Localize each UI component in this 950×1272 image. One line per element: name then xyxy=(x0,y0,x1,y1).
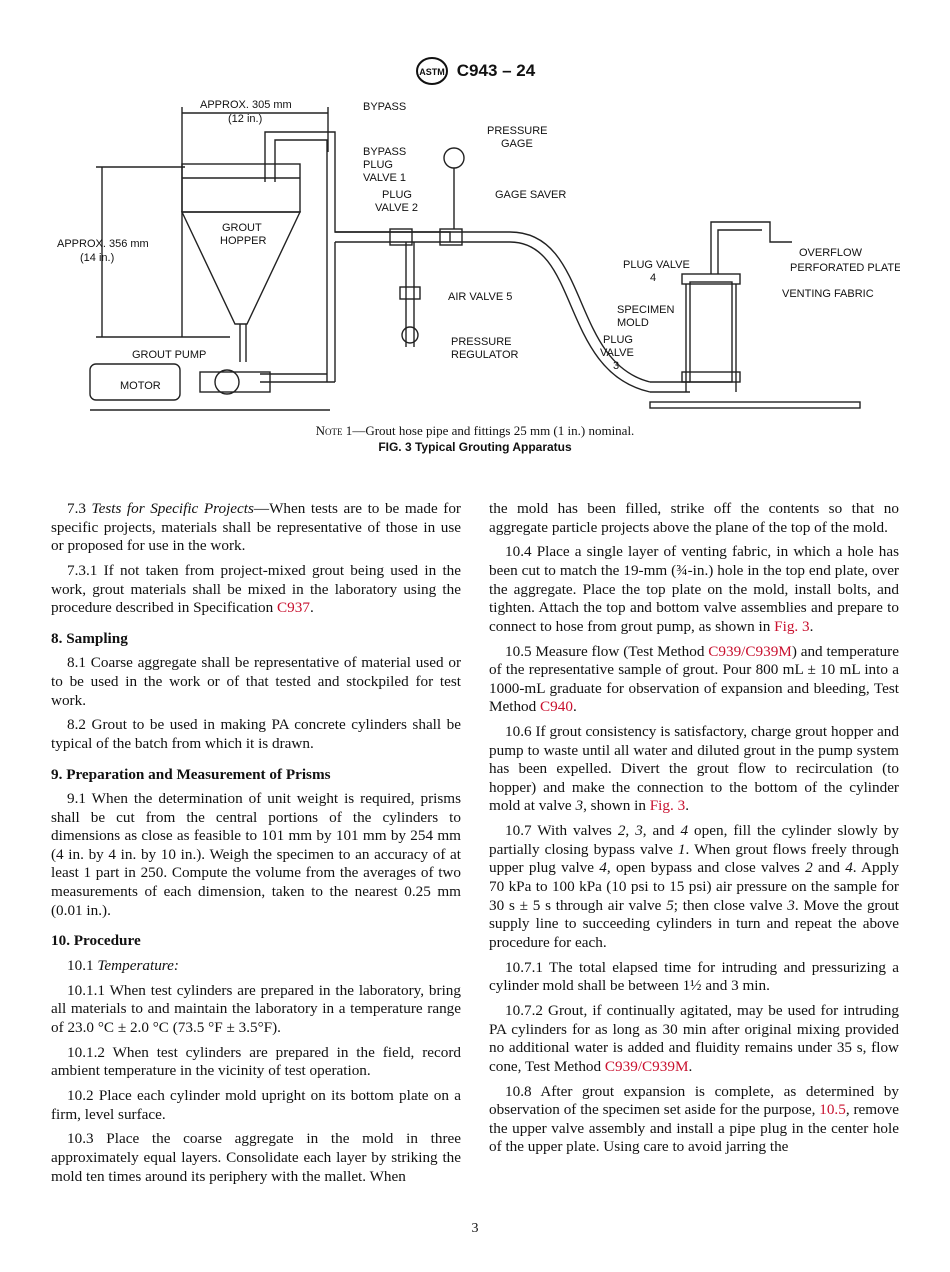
svg-text:VALVE: VALVE xyxy=(600,347,634,359)
svg-text:MOLD: MOLD xyxy=(617,317,649,329)
astm-logo-icon: ASTM xyxy=(415,57,448,85)
svg-text:PLUG: PLUG xyxy=(363,159,393,171)
svg-text:GROUT: GROUT xyxy=(222,222,262,234)
svg-text:GROUT PUMP: GROUT PUMP xyxy=(132,349,206,361)
link-c940[interactable]: C940 xyxy=(540,698,573,716)
svg-text:AIR VALVE 5: AIR VALVE 5 xyxy=(448,291,512,303)
page-header: ASTM C943 – 24 xyxy=(0,56,950,86)
figure-caption: FIG. 3 Typical Grouting Apparatus xyxy=(378,440,572,454)
svg-text:GAGE: GAGE xyxy=(501,138,533,150)
paragraph-10-7: 10.7 With valves 2, 3, and 4 open, fill … xyxy=(489,822,900,951)
svg-text:4: 4 xyxy=(650,272,656,284)
svg-text:PERFORATED PLATE: PERFORATED PLATE xyxy=(790,262,900,274)
paragraph-9-1: 9.1 When the determination of unit weigh… xyxy=(51,790,461,919)
link-fig-3[interactable]: Fig. 3 xyxy=(774,617,810,635)
svg-text:OVERFLOW: OVERFLOW xyxy=(799,247,863,259)
note-label: Note 1 xyxy=(315,423,353,438)
note-text: —Grout hose pipe and fittings 25 mm (1 i… xyxy=(352,423,635,438)
paragraph-10-5: 10.5 Measure flow (Test Method C939/C939… xyxy=(489,642,899,716)
svg-text:VENTING FABRIC: VENTING FABRIC xyxy=(782,288,874,300)
svg-text:PLUG: PLUG xyxy=(382,189,412,201)
svg-text:PRESSURE: PRESSURE xyxy=(487,125,548,137)
svg-text:GAGE SAVER: GAGE SAVER xyxy=(495,189,566,201)
paragraph-10-6: 10.6 If grout consistency is satisfactor… xyxy=(489,723,899,815)
page-number: 3 xyxy=(471,1221,479,1236)
link-fig-3[interactable]: Fig. 3 xyxy=(649,797,686,815)
svg-text:(12 in.): (12 in.) xyxy=(228,113,262,125)
paragraph-10-1: 10.1 Temperature: xyxy=(67,956,179,974)
link-c937[interactable]: C937 xyxy=(277,599,310,617)
section-9-heading: 9. Preparation and Measurement of Prisms xyxy=(51,765,331,783)
paragraph-10-1-1: 10.1.1 When test cylinders are prepared … xyxy=(51,981,461,1036)
svg-text:BYPASS: BYPASS xyxy=(363,146,406,158)
paragraph-7-3-1: 7.3.1 If not taken from project-mixed gr… xyxy=(51,561,461,617)
svg-text:PLUG: PLUG xyxy=(603,334,633,346)
svg-text:VALVE 2: VALVE 2 xyxy=(375,202,418,214)
svg-text:MOTOR: MOTOR xyxy=(120,380,161,392)
paragraph-10-1-2: 10.1.2 When test cylinders are prepared … xyxy=(51,1043,461,1080)
section-8-heading: 8. Sampling xyxy=(51,629,128,647)
standard-designation: C943 – 24 xyxy=(456,61,536,80)
paragraph-7-3: 7.3 Tests for Specific Projects—When tes… xyxy=(51,500,461,555)
link-section-10-5[interactable]: 10.5 xyxy=(819,1101,846,1119)
svg-text:SPECIMEN: SPECIMEN xyxy=(617,304,675,316)
paragraph-10-3-continued: the mold has been filled, strike off the… xyxy=(489,500,899,536)
right-column: the mold has been filled, strike off the… xyxy=(489,500,899,1163)
paragraph-10-2: 10.2 Place each cylinder mold upright on… xyxy=(51,1086,461,1123)
paragraph-10-7-2: 10.7.2 Grout, if continually agitated, m… xyxy=(489,1001,899,1075)
svg-text:APPROX. 356 mm: APPROX. 356 mm xyxy=(57,238,149,250)
svg-text:REGULATOR: REGULATOR xyxy=(451,349,518,361)
svg-text:ASTM: ASTM xyxy=(419,67,445,77)
paragraph-10-3: 10.3 Place the coarse aggregate in the m… xyxy=(51,1130,461,1185)
svg-text:3: 3 xyxy=(613,360,619,372)
svg-text:VALVE 1: VALVE 1 xyxy=(363,172,406,184)
svg-text:APPROX. 305 mm: APPROX. 305 mm xyxy=(200,99,292,111)
paragraph-10-4: 10.4 Place a single layer of venting fab… xyxy=(489,543,899,635)
paragraph-10-8: 10.8 After grout expansion is complete, … xyxy=(489,1082,899,1156)
svg-text:BYPASS: BYPASS xyxy=(363,101,406,113)
paragraph-10-7-1: 10.7.1 The total elapsed time for intrud… xyxy=(489,958,899,995)
svg-text:HOPPER: HOPPER xyxy=(220,235,267,247)
paragraph-8-2: 8.2 Grout to be used in making PA concre… xyxy=(51,716,461,752)
link-c939[interactable]: C939/C939M xyxy=(604,1057,689,1075)
figure-note: Note 1—Grout hose pipe and fittings 25 m… xyxy=(0,423,950,439)
paragraph-8-1: 8.1 Coarse aggregate shall be representa… xyxy=(51,654,461,709)
svg-text:PRESSURE: PRESSURE xyxy=(451,336,512,348)
grouting-apparatus-figure: APPROX. 305 mm (12 in.) BYPASS PRESSURE … xyxy=(57,99,900,411)
svg-text:(14 in.): (14 in.) xyxy=(80,252,114,264)
link-c939[interactable]: C939/C939M xyxy=(708,642,792,660)
svg-text:PLUG VALVE: PLUG VALVE xyxy=(623,259,690,271)
section-10-heading: 10. Procedure xyxy=(51,932,141,950)
left-column: 7.3 Tests for Specific Projects—When tes… xyxy=(51,500,461,1192)
